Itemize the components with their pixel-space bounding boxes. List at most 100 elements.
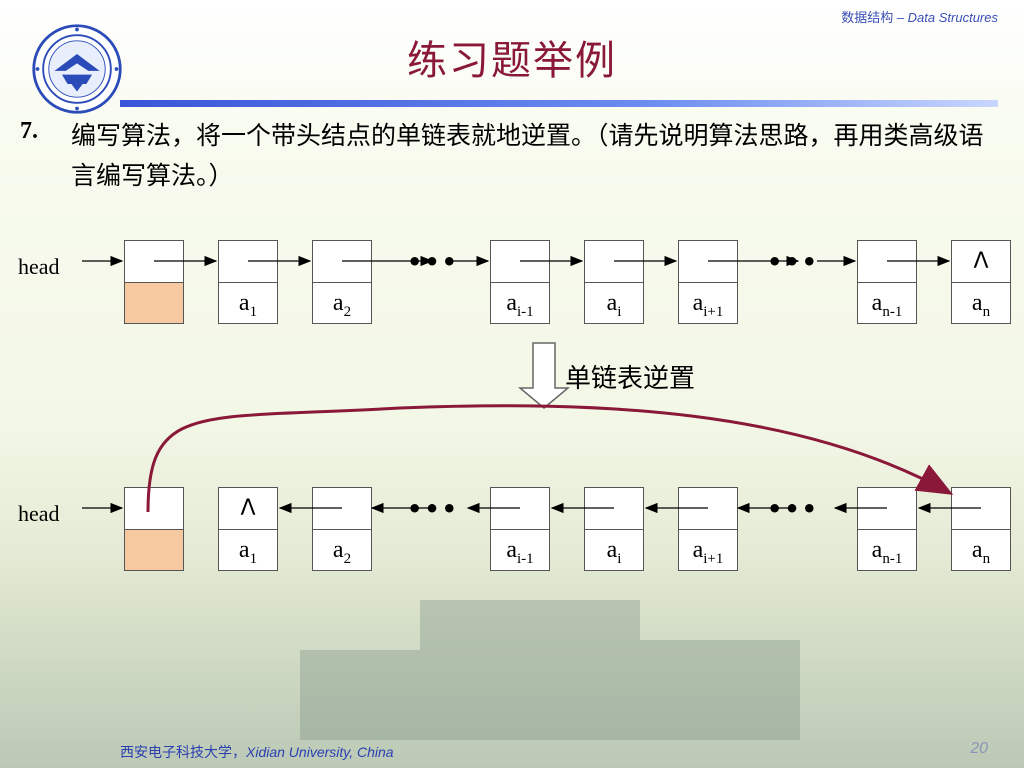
university-seal-icon <box>32 24 122 114</box>
node-label: a <box>238 537 250 563</box>
node-data-field: ai-1 <box>491 283 549 323</box>
node-pointer-field <box>679 488 737 530</box>
school-name-en: Xidian University, China <box>246 744 394 760</box>
page-title: 练习题举例 <box>407 38 617 84</box>
node-label: a <box>606 290 618 316</box>
head-label: head <box>18 254 60 279</box>
node-pointer-field <box>858 488 916 530</box>
node-subscript: i-1 <box>516 550 534 567</box>
building-silhouette <box>420 600 640 740</box>
node-pointer-field <box>125 241 183 283</box>
node-data-field: ai-1 <box>491 530 549 570</box>
course-caption: 数据结构 – Data Structures <box>841 7 998 26</box>
question-text: 编写算法，将一个带头结点的单链表就地逆置。（请先说明算法思路，再用类高级语言编写… <box>71 121 984 190</box>
node-label: a <box>871 537 883 563</box>
node-label: a <box>692 537 704 563</box>
list-node: ai <box>584 240 644 324</box>
transform-label: 单链表逆置 <box>565 364 696 394</box>
node-pointer-field <box>491 488 549 530</box>
node-subscript: 1 <box>249 550 258 567</box>
list-node: a2 <box>312 487 372 571</box>
campus-background <box>0 560 1024 768</box>
node-pointer-field <box>952 488 1010 530</box>
node-subscript: 1 <box>249 303 258 320</box>
list-node: ai <box>584 487 644 571</box>
list-node: ai-1 <box>490 240 550 324</box>
node-label: a <box>332 537 344 563</box>
node-pointer-field <box>219 241 277 283</box>
title-divider <box>120 100 998 107</box>
page-number: 20 <box>970 740 988 757</box>
node-pointer-field <box>858 241 916 283</box>
node-label: a <box>332 290 344 316</box>
course-separator: – <box>893 10 908 25</box>
node-data-field: an-1 <box>858 283 916 323</box>
node-label: a <box>506 537 517 563</box>
node-label: a <box>971 290 983 316</box>
list-node: ai+1 <box>678 240 738 324</box>
node-data-field: ai <box>585 530 643 570</box>
node-subscript: i+1 <box>703 303 724 320</box>
head-to-an-curve <box>146 404 954 513</box>
head-node <box>124 240 184 324</box>
node-pointer-field: Λ <box>219 488 277 530</box>
footer-school: 西安电子科技大学，Xidian University, China <box>120 742 394 762</box>
building-silhouette <box>640 640 800 740</box>
list-node: an-1 <box>857 487 917 571</box>
node-label: a <box>871 290 883 316</box>
list-node: an <box>951 487 1011 571</box>
course-name-cn: 数据结构 <box>841 10 894 25</box>
node-label: a <box>606 537 618 563</box>
node-pointer-field <box>585 241 643 283</box>
head-node <box>124 487 184 571</box>
node-subscript: n <box>982 550 991 567</box>
node-data-field <box>125 530 183 570</box>
node-data-field: a2 <box>313 283 371 323</box>
node-data-field: an <box>952 530 1010 570</box>
node-subscript: i-1 <box>516 303 534 320</box>
node-pointer-field <box>679 241 737 283</box>
transform-arrow-icon <box>517 342 571 409</box>
node-data-field: a1 <box>219 530 277 570</box>
node-data-field <box>125 283 183 323</box>
ellipsis: ••• <box>407 495 460 523</box>
node-data-field: an <box>952 283 1010 323</box>
node-data-field: ai+1 <box>679 283 737 323</box>
node-subscript: i <box>617 303 622 320</box>
node-label: a <box>238 290 250 316</box>
course-name-en: Data Structures <box>907 10 998 25</box>
school-separator: ， <box>232 744 246 760</box>
node-data-field: a2 <box>313 530 371 570</box>
node-subscript: i <box>617 550 622 567</box>
list-node: a2 <box>312 240 372 324</box>
node-label: a <box>971 537 983 563</box>
node-data-field: an-1 <box>858 530 916 570</box>
node-subscript: n <box>982 303 991 320</box>
node-data-field: ai+1 <box>679 530 737 570</box>
node-subscript: n-1 <box>882 550 903 567</box>
node-pointer-field <box>313 488 371 530</box>
list-node: ai+1 <box>678 487 738 571</box>
node-pointer-field <box>491 241 549 283</box>
node-label: a <box>692 290 704 316</box>
node-pointer-field <box>313 241 371 283</box>
list-node: a1 <box>218 240 278 324</box>
head-label: head <box>18 501 60 526</box>
list-node: ai-1 <box>490 487 550 571</box>
node-pointer-field <box>125 488 183 530</box>
node-pointer-field <box>585 488 643 530</box>
node-subscript: i+1 <box>703 550 724 567</box>
node-data-field: a1 <box>219 283 277 323</box>
node-data-field: ai <box>585 283 643 323</box>
list-node: an-1 <box>857 240 917 324</box>
school-name-cn: 西安电子科技大学 <box>120 744 232 760</box>
node-subscript: n-1 <box>882 303 903 320</box>
node-label: a <box>506 290 517 316</box>
ellipsis: ••• <box>767 495 820 523</box>
building-silhouette <box>300 650 420 740</box>
node-subscript: 2 <box>343 303 352 320</box>
node-pointer-field: Λ <box>952 241 1010 283</box>
